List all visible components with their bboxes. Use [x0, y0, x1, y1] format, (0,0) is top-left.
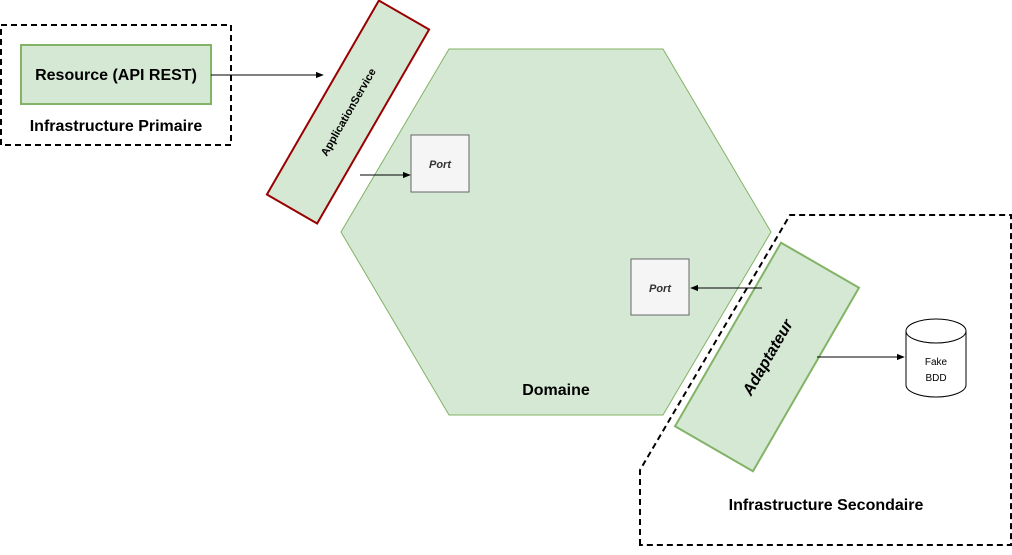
primary-infra-label: Infrastructure Primaire	[30, 118, 203, 135]
port-bottom-label: Port	[649, 283, 672, 295]
port-top-box	[410, 134, 470, 193]
secondary-infra-container	[639, 214, 1012, 546]
database-icon	[905, 318, 967, 398]
adapter-shape: Adaptateur	[673, 241, 861, 473]
port-bottom-box	[630, 258, 690, 316]
database-label-line1: Fake	[925, 357, 948, 368]
primary-infra-container	[0, 24, 232, 146]
domain-label: Domaine	[522, 382, 590, 399]
port-top-label: Port	[429, 159, 452, 171]
database-label-line2: BDD	[925, 373, 946, 384]
resource-label: Resource (API REST)	[35, 67, 197, 84]
domain-hexagon	[340, 48, 772, 416]
secondary-infra-label: Infrastructure Secondaire	[729, 497, 924, 514]
resource-box	[20, 44, 212, 105]
